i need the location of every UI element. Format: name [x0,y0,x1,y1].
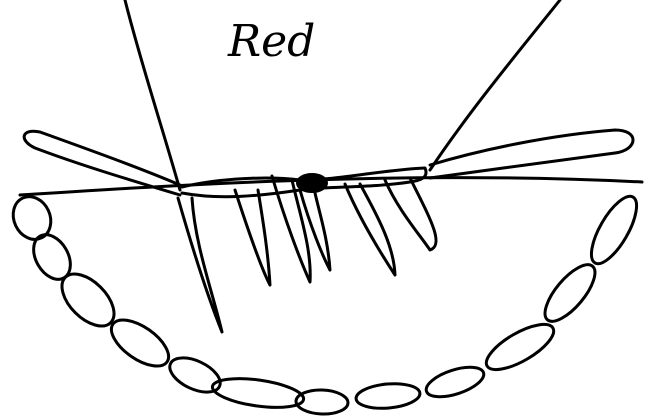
bead [423,361,487,402]
bead [355,381,421,410]
bead [26,228,78,286]
bead [6,190,57,245]
strand-6 [385,178,436,250]
strand-1 [178,198,222,332]
strand-2 [235,190,270,285]
bead [583,190,645,270]
left-paper-edge [125,0,180,190]
handwritten-label: Red [227,16,315,67]
bead [104,311,176,375]
strand-5 [345,184,395,275]
bead [211,374,306,413]
right-paper-edge [430,0,560,170]
bead [480,316,560,378]
bead [537,257,603,329]
bead-chain [6,190,645,415]
right-leaf [430,130,633,178]
